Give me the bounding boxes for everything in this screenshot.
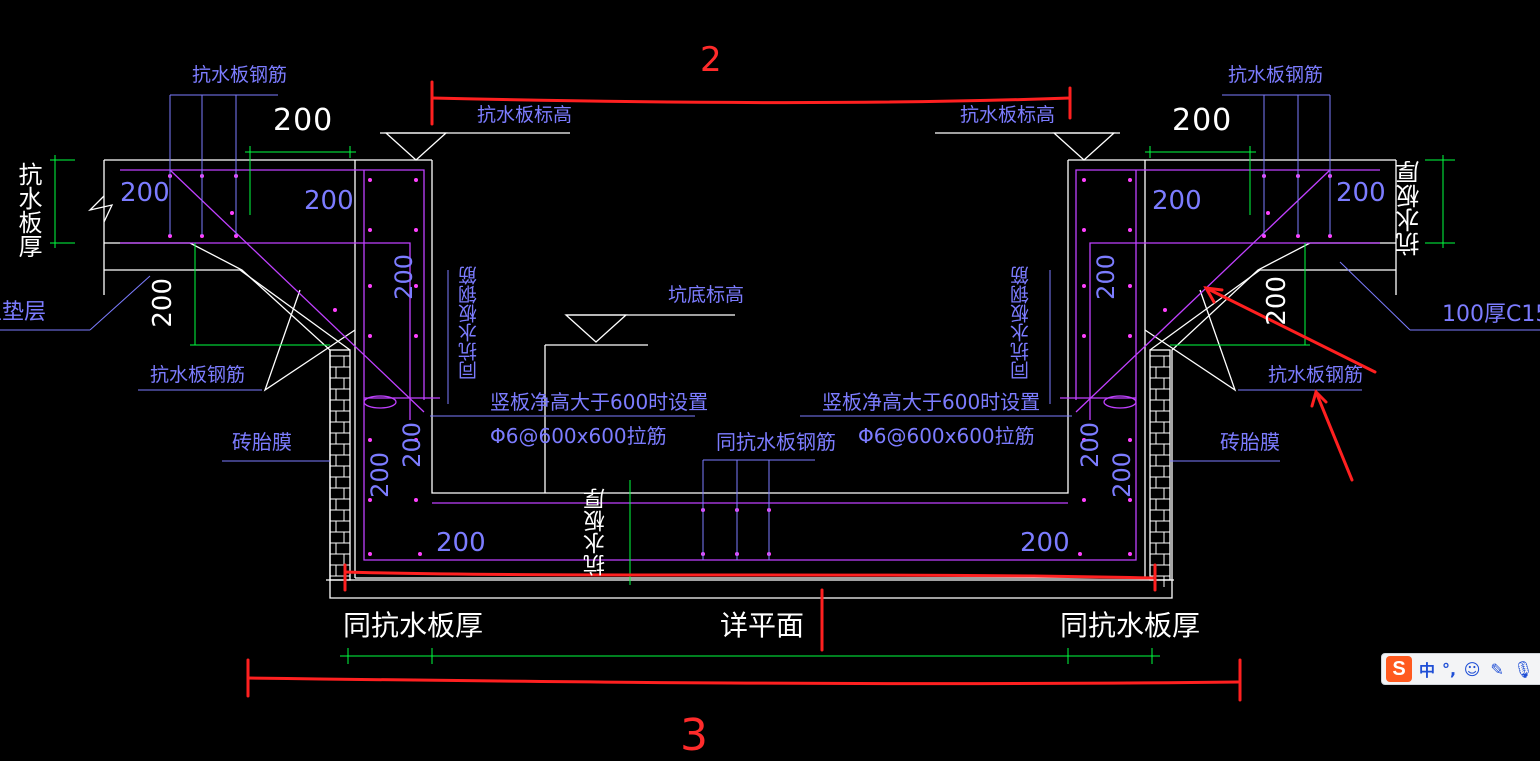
same-rebar-label-bottom: 同抗水板钢筋 [716, 430, 836, 454]
ime-toolbar[interactable]: S 中 °, ☺ ✎ 🎙 [1381, 653, 1540, 685]
mic-icon[interactable]: 🎙 [1513, 659, 1534, 679]
slab-thickness-label-left: 抗水板厚 [14, 162, 42, 258]
dim-200-top-left: 200 [273, 103, 334, 138]
dim-200-vertical-left-a: 200 [390, 254, 418, 300]
dim-200-cushion-left: 200 [148, 278, 178, 328]
rebar-lines [120, 169, 1380, 561]
rebar-label-top-left: 抗水板钢筋 [192, 64, 288, 86]
dim-200-inner-left: 200 [304, 186, 354, 216]
rebar-label-mid-left: 抗水板钢筋 [150, 364, 246, 386]
dim-200-cushion-right: 200 [1262, 276, 1292, 326]
red-markup [246, 80, 1377, 702]
brick-membrane-label-right: 砖胎膜 [1220, 430, 1280, 454]
pit-bottom-elevation-label: 坑底标高 [668, 284, 745, 306]
pen-icon[interactable]: ✎ [1490, 659, 1504, 679]
rebar-label-top-right: 抗水板钢筋 [1228, 64, 1324, 86]
slab-thickness-label-right: 抗水板厚 [1396, 160, 1424, 256]
brick-hatch [330, 355, 1170, 587]
dim-200-vertical-right-b: 200 [1076, 422, 1104, 468]
markup-number-3: 3 [680, 710, 708, 761]
elevation-label-left: 抗水板标高 [477, 104, 573, 126]
dim-200-vertical-right-a: 200 [1092, 254, 1120, 300]
dim-200-inner-right: 200 [1152, 186, 1202, 216]
cushion-label-left: 砼土垫层 [0, 300, 47, 325]
dim-200-slab-right: 200 [1336, 178, 1386, 208]
slab-thickness-label-bottom: 抗水板厚 [584, 488, 609, 576]
dim-200-top-right: 200 [1172, 103, 1233, 138]
vertical-slab-note-right: 竖板净高大于600时设置 [822, 390, 1041, 414]
brick-membrane-label-left: 砖胎膜 [232, 430, 292, 454]
leader-lines [0, 94, 1540, 560]
vertical-slab-note-left: 竖板净高大于600时设置 [490, 390, 709, 414]
dimension-lines [50, 146, 1455, 664]
dim-200-vertical-right-c: 200 [1108, 452, 1136, 498]
elevation-label-right: 抗水板标高 [960, 104, 1056, 126]
same-thickness-label-left: 同抗水板厚 [343, 609, 484, 642]
concrete-outline [87, 132, 1397, 599]
tie-bar-label-left: Φ6@600x600拉筋 [490, 424, 667, 448]
ime-logo-icon[interactable]: S [1386, 656, 1412, 682]
same-rebar-label-left-vertical: 同抗水板钢筋 [458, 266, 480, 380]
cushion-label-right: 100厚C15素 [1442, 302, 1540, 327]
same-thickness-label-right: 同抗水板厚 [1060, 609, 1201, 642]
detail-plan-label: 详平面 [720, 609, 805, 642]
markup-number-2: 2 [700, 40, 722, 80]
dim-200-bottom-left: 200 [436, 528, 486, 558]
dim-200-bottom-right: 200 [1020, 528, 1070, 558]
dim-200-vertical-left-b: 200 [398, 422, 426, 468]
rebar-label-mid-right: 抗水板钢筋 [1268, 364, 1364, 386]
ime-punctuation-toggle[interactable]: °, [1442, 659, 1457, 679]
smiley-icon[interactable]: ☺ [1463, 659, 1481, 679]
tie-bar-label-right: Φ6@600x600拉筋 [858, 424, 1035, 448]
same-rebar-label-right-vertical: 同抗水板钢筋 [1010, 266, 1032, 380]
dim-200-slab-left: 200 [120, 178, 170, 208]
dim-200-vertical-left-c: 200 [366, 452, 394, 498]
ime-mode-toggle[interactable]: 中 [1419, 661, 1436, 680]
